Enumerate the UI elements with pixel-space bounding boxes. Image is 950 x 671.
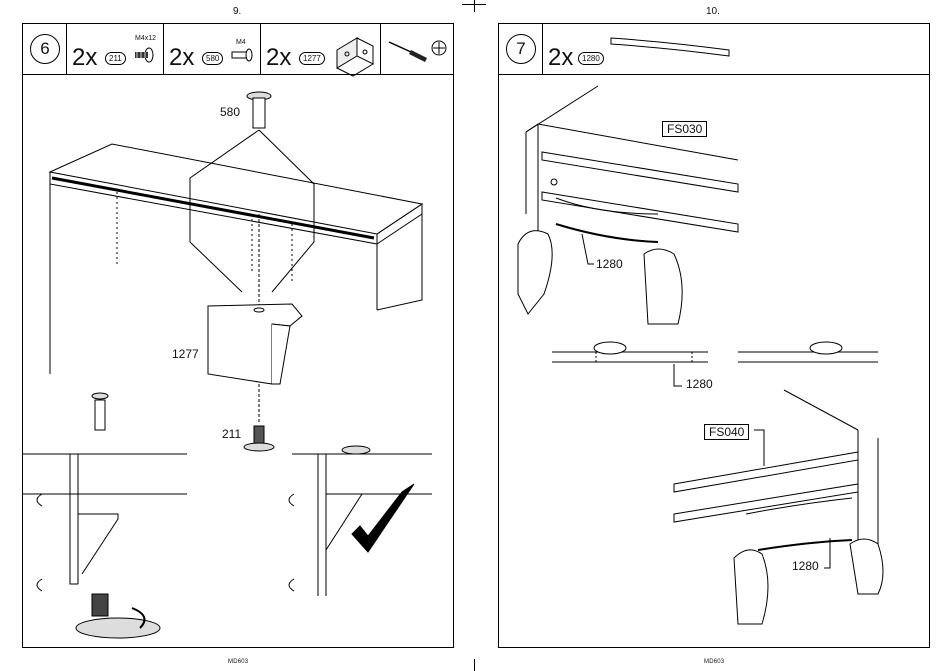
page-number-right: 10. xyxy=(706,6,720,17)
panel-label-fs040: FS040 xyxy=(704,424,749,440)
callout-1277: 1277 xyxy=(172,348,199,360)
part-qty: 2x xyxy=(266,46,291,70)
part-qty: 2x xyxy=(72,46,97,70)
callout-1280-b: 1280 xyxy=(686,378,713,390)
panel-label-fs030: FS030 xyxy=(662,121,707,137)
callout-211: 211 xyxy=(222,428,241,440)
cabinet-illustration xyxy=(22,74,454,648)
crop-mark-top xyxy=(474,0,475,12)
page-number-left: 9. xyxy=(233,6,241,17)
part-number: 211 xyxy=(105,52,126,65)
bolt-icon xyxy=(230,48,254,62)
footer-code-left: MD603 xyxy=(228,659,248,665)
parts-header-right: 7 2x 1280 xyxy=(499,24,929,75)
crop-mark-bottom xyxy=(474,659,475,671)
part-qty: 2x xyxy=(169,46,194,70)
part-spec: M4 xyxy=(236,39,246,46)
part-number: 1280 xyxy=(578,52,604,65)
callout-580: 580 xyxy=(220,106,240,118)
strip-icon xyxy=(609,34,733,58)
step-cell: 7 xyxy=(499,24,543,74)
part-cell-1280: 2x 1280 xyxy=(543,24,929,74)
callout-1280-a: 1280 xyxy=(596,258,623,270)
step-number: 7 xyxy=(506,34,536,64)
tool-cell xyxy=(381,24,453,74)
crop-mark-top-h xyxy=(462,4,486,5)
drawer-strip-illustration xyxy=(498,74,930,648)
part-qty: 2x xyxy=(548,46,573,70)
part-number: 580 xyxy=(202,52,223,65)
screwdriver-icon xyxy=(385,38,449,64)
callout-1280-c: 1280 xyxy=(792,560,819,572)
screw-icon xyxy=(133,46,155,64)
parts-header-left: 6 2x 211 M4x12 2x 580 M4 2x 127 xyxy=(23,24,453,75)
part-cell-1277: 2x 1277 xyxy=(261,24,381,74)
footer-code-right: MD603 xyxy=(704,659,724,665)
step-number: 6 xyxy=(30,34,60,64)
bracket-icon xyxy=(333,30,377,70)
part-spec: M4x12 xyxy=(135,35,156,42)
part-cell-580: 2x 580 M4 xyxy=(164,24,261,74)
part-number: 1277 xyxy=(299,52,325,65)
part-cell-211: 2x 211 M4x12 xyxy=(67,24,164,74)
step-cell: 6 xyxy=(23,24,67,74)
